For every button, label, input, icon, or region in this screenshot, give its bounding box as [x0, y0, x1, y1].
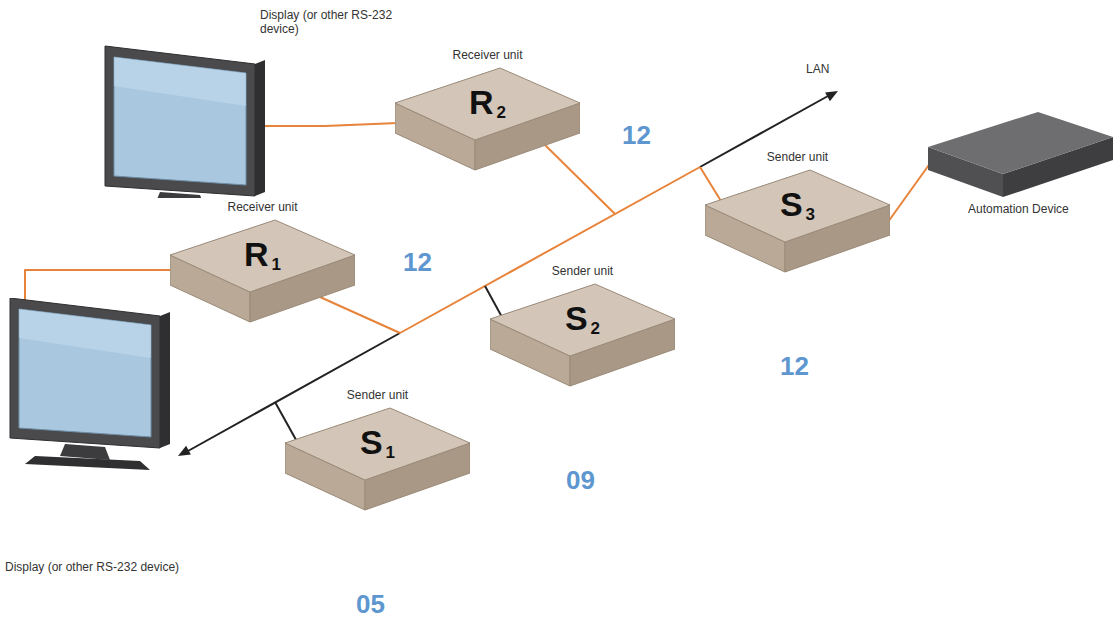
- unit-mark: S1: [285, 424, 470, 468]
- network-label: LAN: [806, 62, 829, 76]
- display-screen: [19, 309, 151, 437]
- lan-arrowhead: [178, 446, 191, 456]
- unit-number: 1: [272, 255, 281, 274]
- screen-glare: [114, 57, 246, 106]
- extender-unit: Receiver unitR1: [170, 200, 355, 340]
- callout-number: 12: [622, 121, 651, 149]
- callout-number: 12: [403, 248, 432, 276]
- display-edge: [255, 60, 265, 196]
- unit-box: [285, 408, 470, 510]
- display-frame: [105, 46, 255, 196]
- unit-letter: S: [565, 299, 588, 337]
- unit-number: 2: [497, 103, 506, 122]
- network-drop: [545, 145, 615, 214]
- callout-number: 05: [356, 590, 385, 618]
- rs232-cable: [888, 162, 931, 222]
- display-frame: [10, 298, 160, 448]
- device-top: [928, 112, 1113, 174]
- unit-number: 3: [806, 205, 815, 224]
- unit-number: 1: [386, 443, 395, 462]
- unit-number: 2: [591, 319, 600, 338]
- unit-label: Receiver unit: [170, 200, 355, 214]
- display-edge: [160, 312, 170, 448]
- device-label: Display (or other RS-232 device): [260, 8, 420, 36]
- screen-glare: [19, 309, 151, 358]
- unit-mark: R2: [395, 84, 580, 128]
- unit-letter: R: [244, 235, 269, 273]
- unit-top: [490, 284, 675, 356]
- unit-label: Receiver unit: [395, 48, 580, 62]
- unit-letter: R: [469, 83, 494, 121]
- unit-mark: S3: [705, 186, 890, 230]
- display-device: Display (or other RS-232 device): [100, 8, 370, 198]
- unit-letter: S: [780, 185, 803, 223]
- automation-device: Automation Device: [928, 112, 1113, 220]
- extender-unit: Sender unitS3: [705, 150, 890, 290]
- display-base: [25, 456, 150, 470]
- unit-top: [170, 220, 355, 292]
- node-illustration: [5, 298, 205, 598]
- unit-mark: S2: [490, 300, 675, 344]
- display-screen: [114, 57, 246, 185]
- unit-mark: R1: [170, 236, 355, 280]
- extender-unit: Receiver unitR2: [395, 48, 580, 188]
- node-illustration: [100, 8, 370, 198]
- lan-arrowhead: [825, 91, 838, 101]
- device-label: Automation Device: [968, 202, 1108, 216]
- unit-box: [705, 170, 890, 272]
- unit-letter: S: [360, 423, 383, 461]
- rs232-cable: [25, 270, 173, 300]
- display-illustration: [105, 46, 265, 198]
- display-illustration: [10, 298, 170, 470]
- extender-unit: Sender unitS1: [285, 388, 470, 528]
- unit-label: Sender unit: [705, 150, 890, 164]
- display-device: Display (or other RS-232 device): [5, 298, 205, 598]
- device-label: Display (or other RS-232 device): [5, 560, 195, 574]
- network-drop: [320, 297, 400, 333]
- callout-number: 09: [566, 466, 595, 494]
- display-stand: [155, 192, 205, 198]
- unit-box: [170, 220, 355, 322]
- callout-number: 12: [780, 352, 809, 380]
- unit-top: [285, 408, 470, 480]
- automation-box: [928, 112, 1113, 197]
- extender-unit: Sender unitS2: [490, 264, 675, 404]
- unit-box: [490, 284, 675, 386]
- unit-label: Sender unit: [490, 264, 675, 278]
- unit-box: [395, 68, 580, 170]
- unit-top: [395, 68, 580, 140]
- unit-label: Sender unit: [285, 388, 470, 402]
- unit-top: [705, 170, 890, 242]
- rs232-cable: [265, 123, 398, 126]
